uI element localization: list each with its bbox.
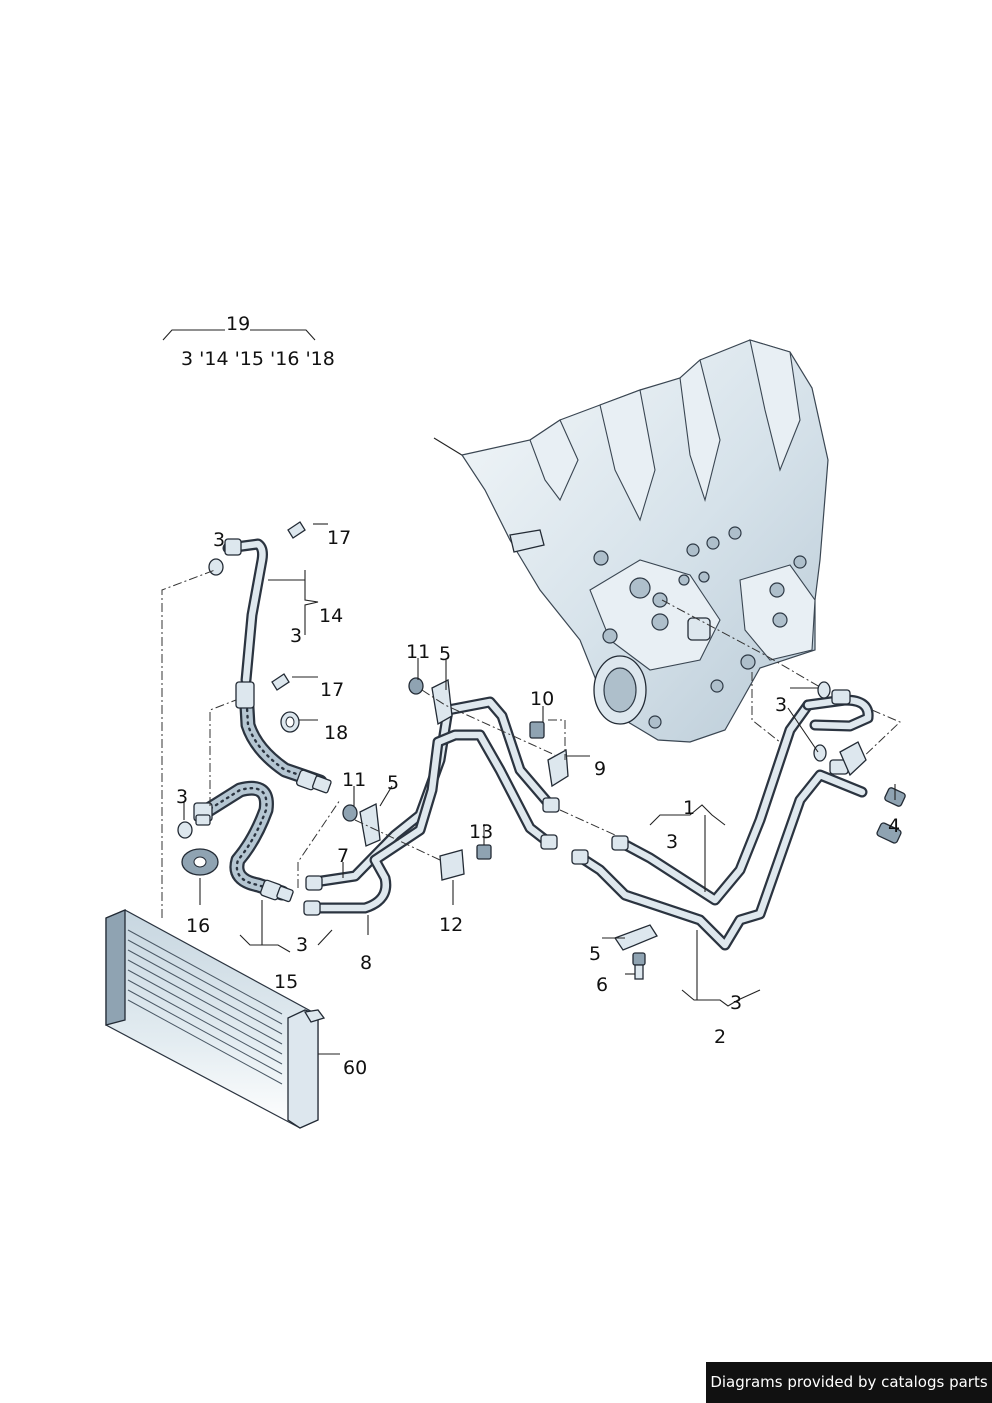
callout-10: 10 (530, 688, 554, 710)
callout-60: 60 (343, 1057, 367, 1079)
callout-17-upper: 17 (327, 527, 351, 549)
oil-cooler-radiator (105, 909, 326, 1129)
transmission-housing (433, 339, 829, 743)
callout-6: 6 (596, 974, 608, 996)
callout-1: 1 (683, 797, 695, 819)
callout-13: 13 (469, 821, 493, 843)
callout-3-hose-15: 3 (296, 934, 308, 956)
callout-3-seal-upper: 3 (213, 529, 225, 551)
callout-14: 14 (319, 605, 343, 627)
callout-19-subparts: 3 '14 '15 '16 '18 (181, 348, 335, 370)
callout-3-seal-lower: 3 (176, 786, 188, 808)
callout-12: 12 (439, 914, 463, 936)
callout-3-pipe-2: 3 (730, 992, 742, 1014)
callout-5-upper: 5 (439, 643, 451, 665)
callout-18: 18 (324, 722, 348, 744)
callout-11-upper: 11 (406, 641, 430, 663)
callout-19: 19 (226, 313, 250, 335)
credit-banner: Diagrams provided by catalogs parts (706, 1362, 992, 1403)
callout-7: 7 (337, 845, 349, 867)
callout-labels: 19 3 '14 '15 '16 '18 3 17 14 3 17 18 3 1… (176, 313, 900, 1079)
callout-4: 4 (888, 815, 900, 837)
callout-9: 9 (594, 758, 606, 780)
callout-3-pipe-14: 3 (290, 625, 302, 647)
callout-3-pipe-1: 3 (666, 831, 678, 853)
leader-lines (162, 329, 896, 1055)
callout-5-lower: 5 (589, 943, 601, 965)
callout-5-middle: 5 (387, 772, 399, 794)
callout-3-seal-right: 3 (775, 694, 787, 716)
callout-17-lower: 17 (320, 679, 344, 701)
callout-15: 15 (274, 971, 298, 993)
fittings (177, 521, 906, 980)
callout-8: 8 (360, 952, 372, 974)
callout-2: 2 (714, 1026, 726, 1048)
callout-11-lower: 11 (342, 769, 366, 791)
callout-16: 16 (186, 915, 210, 937)
